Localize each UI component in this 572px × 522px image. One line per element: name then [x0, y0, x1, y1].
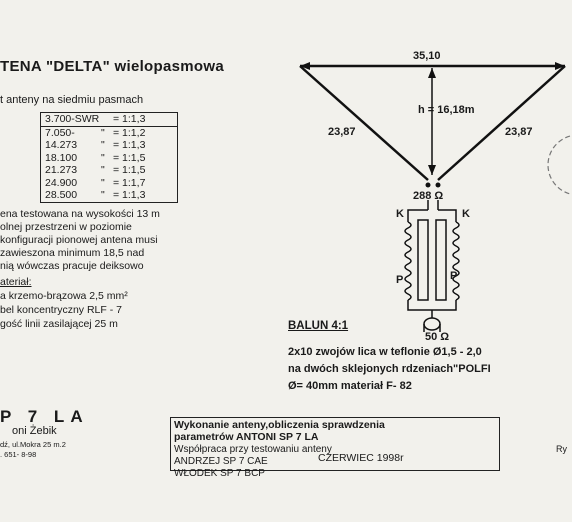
balun-title: BALUN 4:1	[288, 320, 349, 332]
note-line: konfiguracji pionowej antena musi	[0, 234, 158, 246]
balun-line: na dwóch sklejonych rdzeniach"POLFI	[288, 363, 491, 375]
note-line: zawieszona minimum 18,5 nad	[0, 247, 145, 259]
left-side-wire	[299, 65, 429, 181]
material-line: bel koncentryczny RLF - 7	[0, 304, 122, 316]
balun-line: 2x10 zwojów lica w teflonie Ø1,5 - 2,0	[288, 346, 482, 358]
document-title: TENA "DELTA" wielopasmowa	[0, 58, 224, 75]
table-row: 3.700-SWR= 1:1,3	[41, 113, 177, 127]
feed-impedance-label: 288 Ω	[413, 190, 444, 202]
core-right	[435, 219, 447, 301]
credits-line: parametrów ANTONI SP 7 LA	[174, 431, 319, 443]
core-left	[417, 219, 429, 301]
material-line: a krzemo-brązowa 2,5 mm²	[0, 290, 128, 302]
corner-text: Ry	[556, 444, 567, 454]
credits-line: Wykonanie anteny,obliczenia sprawdzenia	[174, 419, 385, 431]
table-row: 21.273"= 1:1,5	[45, 164, 146, 176]
coil-p-right-label: P	[450, 270, 458, 282]
left-coil	[404, 221, 412, 301]
balun-line: Ø= 40mm materiał F- 82	[288, 380, 412, 392]
note-line: ena testowana na wysokości 13 m	[0, 208, 160, 220]
note-line: nią wówczas pracuje deiksowo	[0, 260, 144, 272]
table-row: 14.273"= 1:1,3	[45, 139, 146, 151]
top-length-label: 35,10	[413, 50, 441, 62]
credits-line: WŁODEK SP 7 BCP	[174, 468, 265, 479]
height-label: h = 16,18m	[418, 104, 475, 116]
callsign-logo: P 7 LA	[0, 407, 89, 426]
table-row: 7.050-"= 1:1,2	[45, 126, 146, 139]
credits-line: Współpraca przy testowaniu anteny	[174, 444, 332, 455]
coax-connector	[423, 317, 441, 331]
material-line: gość linii zasilającej 25 m	[0, 318, 118, 330]
note-line: olnej przestrzeni w poziomie	[0, 221, 132, 233]
right-side-wire	[437, 65, 566, 181]
table-row: 18.100"= 1:1,5	[45, 151, 146, 164]
coil-k-right-label: K	[462, 208, 470, 220]
coax-impedance-label: 50 Ω	[425, 331, 450, 343]
address-line: . 651- 8-98	[0, 450, 37, 459]
right-side-label: 23,87	[505, 126, 533, 138]
address-line: dź, ul.Mokra 25 m.2	[0, 440, 66, 449]
author-name: oni Żebik	[12, 425, 57, 437]
table-row: 24.900"= 1:1,7	[45, 176, 146, 189]
coil-p-left-label: P	[396, 274, 404, 286]
right-coil	[452, 221, 460, 301]
date-text: CZERWIEC 1998r	[318, 452, 404, 464]
credits-line: ANDRZEJ SP 7 CAE	[174, 456, 268, 467]
partial-rotor-graphic	[547, 135, 572, 195]
materials-heading: ateriał:	[0, 276, 32, 288]
intro-text: t anteny na siedmiu pasmach	[0, 94, 144, 106]
swr-table: 3.700-SWR= 1:1,3 7.050-"= 1:1,2 14.273"=…	[40, 112, 178, 203]
table-row: 28.500"= 1:1,3	[45, 189, 146, 201]
left-side-label: 23,87	[328, 126, 356, 138]
credits-box	[170, 417, 500, 471]
coil-k-left-label: K	[396, 208, 404, 220]
